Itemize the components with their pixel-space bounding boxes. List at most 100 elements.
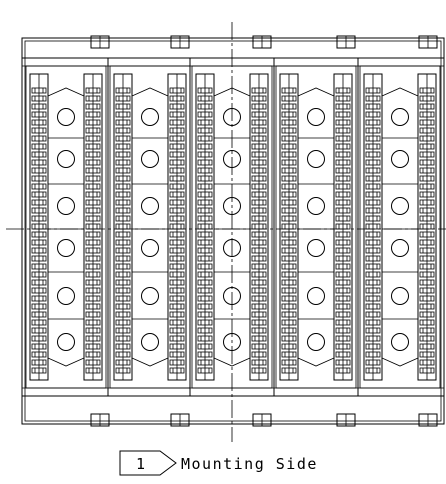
- contact-pin: [197, 303, 213, 310]
- contact-pin: [251, 119, 267, 126]
- contact-pin: [251, 279, 267, 286]
- callout-number: 1: [136, 455, 145, 473]
- contact-pin: [419, 119, 435, 126]
- contact-pin: [419, 343, 435, 350]
- contact-pin: [115, 103, 131, 110]
- contact-pin: [31, 87, 47, 94]
- contact-pin: [365, 127, 381, 134]
- contact-pin: [169, 255, 185, 262]
- contact-pin: [365, 143, 381, 150]
- contact-pin: [365, 327, 381, 334]
- contact-pin: [335, 367, 351, 374]
- contact-pin: [251, 183, 267, 190]
- contact-pin: [85, 111, 101, 118]
- contact-pin: [85, 175, 101, 182]
- contact-pin: [169, 351, 185, 358]
- mounting-hole: [307, 197, 325, 215]
- contact-pin: [251, 367, 267, 374]
- contact-pin: [169, 191, 185, 198]
- contact-pin: [365, 247, 381, 254]
- contact-pin: [251, 327, 267, 334]
- contact-pin: [335, 103, 351, 110]
- mounting-hole: [391, 108, 409, 126]
- contact-pin: [115, 199, 131, 206]
- contact-pin: [251, 199, 267, 206]
- contact-pin: [115, 279, 131, 286]
- mounting-side-callout: 1 Mounting Side: [119, 450, 318, 476]
- contact-pin: [335, 343, 351, 350]
- contact-pin: [115, 287, 131, 294]
- contact-pin: [115, 335, 131, 342]
- contact-pin: [115, 207, 131, 214]
- contact-pin: [365, 199, 381, 206]
- contact-pin: [251, 335, 267, 342]
- contact-pin: [365, 231, 381, 238]
- contact-pin: [197, 271, 213, 278]
- contact-pin: [197, 103, 213, 110]
- contact-pin: [365, 119, 381, 126]
- contact-pin: [419, 191, 435, 198]
- contact-pin: [419, 167, 435, 174]
- contact-pin: [251, 103, 267, 110]
- contact-pin: [31, 103, 47, 110]
- mounting-hole: [391, 333, 409, 351]
- contact-pin: [169, 103, 185, 110]
- contact-pin: [419, 127, 435, 134]
- contact-pin: [85, 263, 101, 270]
- contact-pin: [335, 311, 351, 318]
- contact-pin: [169, 311, 185, 318]
- connector-module: [25, 65, 107, 389]
- contact-pin: [365, 111, 381, 118]
- contact-pin: [281, 359, 297, 366]
- contact-pin: [115, 351, 131, 358]
- contact-pin: [31, 359, 47, 366]
- contact-pin: [365, 335, 381, 342]
- contact-pin: [365, 351, 381, 358]
- callout-flag-shape: [119, 450, 177, 476]
- contact-pin: [197, 199, 213, 206]
- contact-pin: [251, 135, 267, 142]
- channel-bottom-chamfer: [213, 357, 251, 367]
- callout-label: Mounting Side: [181, 455, 318, 473]
- contact-pin: [281, 95, 297, 102]
- contact-pin: [115, 223, 131, 230]
- contact-pin: [115, 343, 131, 350]
- contact-pin: [419, 87, 435, 94]
- contact-pin: [85, 95, 101, 102]
- contact-pin: [251, 295, 267, 302]
- contact-pin: [419, 327, 435, 334]
- contact-pin: [419, 215, 435, 222]
- contact-pin: [251, 175, 267, 182]
- contact-pin: [335, 295, 351, 302]
- contact-pin: [85, 159, 101, 166]
- contact-pin: [169, 223, 185, 230]
- contact-pin: [85, 135, 101, 142]
- contact-pin: [335, 191, 351, 198]
- mounting-hole: [307, 333, 325, 351]
- contact-pin: [85, 359, 101, 366]
- contact-pin: [169, 87, 185, 94]
- contact-pin: [335, 327, 351, 334]
- contact-pin: [419, 159, 435, 166]
- contact-pin: [31, 239, 47, 246]
- contact-pin: [85, 231, 101, 238]
- housing-frame-inner: [24, 40, 442, 422]
- contact-pin: [31, 343, 47, 350]
- contact-pin: [31, 335, 47, 342]
- contact-pin: [115, 159, 131, 166]
- mounting-hole: [141, 333, 159, 351]
- contact-pin: [31, 295, 47, 302]
- contact-pin: [197, 151, 213, 158]
- contact-pin: [197, 191, 213, 198]
- contact-pin: [281, 239, 297, 246]
- contact-pin: [169, 327, 185, 334]
- contact-pin: [419, 263, 435, 270]
- contact-pin: [281, 119, 297, 126]
- contact-pin: [281, 207, 297, 214]
- contact-pin: [281, 103, 297, 110]
- contact-pin: [365, 135, 381, 142]
- module-body: [359, 65, 441, 389]
- contact-pin: [169, 175, 185, 182]
- contact-pin: [281, 247, 297, 254]
